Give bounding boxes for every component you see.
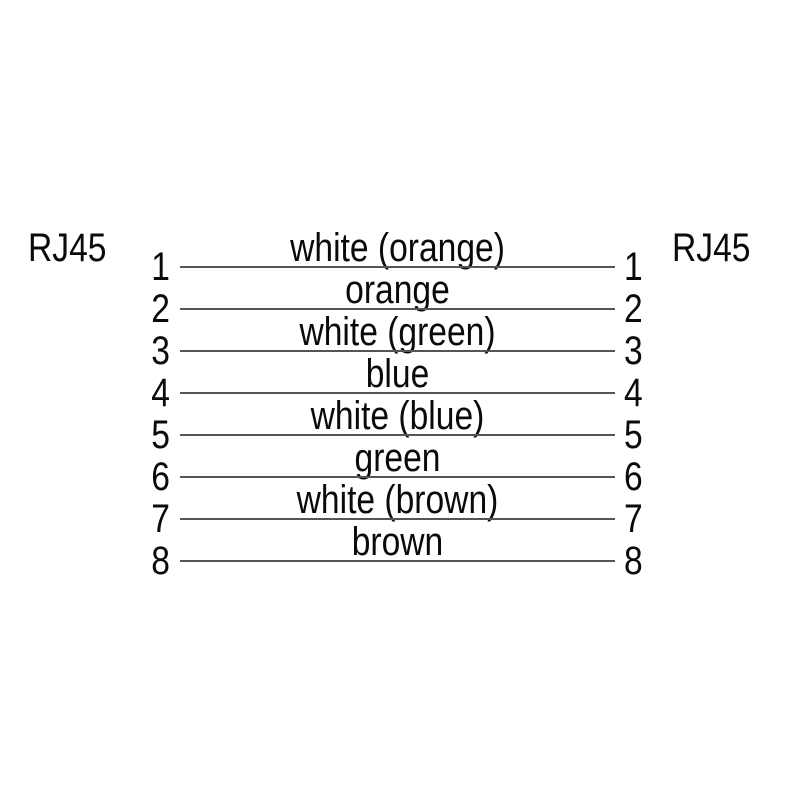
pin-number-right: 7: [624, 497, 643, 541]
wire-color-label: brown: [351, 520, 444, 564]
wire-color-label: white (brown): [296, 478, 499, 522]
wire-line: [180, 560, 615, 562]
pin-number-right: 4: [624, 371, 643, 415]
wire-color-label: blue: [365, 352, 430, 396]
wire-line: [180, 392, 615, 394]
wire-color-label: white (green): [299, 310, 496, 354]
pin-number-right: 5: [624, 413, 643, 457]
wire-line: [180, 476, 615, 478]
wire-color-label: orange: [345, 268, 450, 312]
pin-number-right: 8: [624, 539, 643, 583]
pin-number-left: 2: [151, 287, 170, 331]
right-connector-label: RJ45: [672, 226, 751, 270]
pin-number-left: 3: [151, 329, 170, 373]
wire-color-label: white (blue): [310, 394, 485, 438]
pin-number-left: 8: [151, 539, 170, 583]
pin-number-right: 1: [624, 245, 643, 289]
wire-color-label: white (orange): [290, 226, 505, 270]
pin-number-right: 2: [624, 287, 643, 331]
wire-line: [180, 266, 615, 268]
pin-number-left: 6: [151, 455, 170, 499]
wire-color-label: green: [354, 436, 441, 480]
wire-line: [180, 434, 615, 436]
pin-number-right: 3: [624, 329, 643, 373]
wire-line: [180, 350, 615, 352]
pin-number-left: 5: [151, 413, 170, 457]
wire-line: [180, 518, 615, 520]
pin-number-right: 6: [624, 455, 643, 499]
left-connector-label: RJ45: [28, 226, 107, 270]
wire-line: [180, 308, 615, 310]
pin-number-left: 1: [151, 245, 170, 289]
pin-number-left: 7: [151, 497, 170, 541]
pin-number-left: 4: [151, 371, 170, 415]
